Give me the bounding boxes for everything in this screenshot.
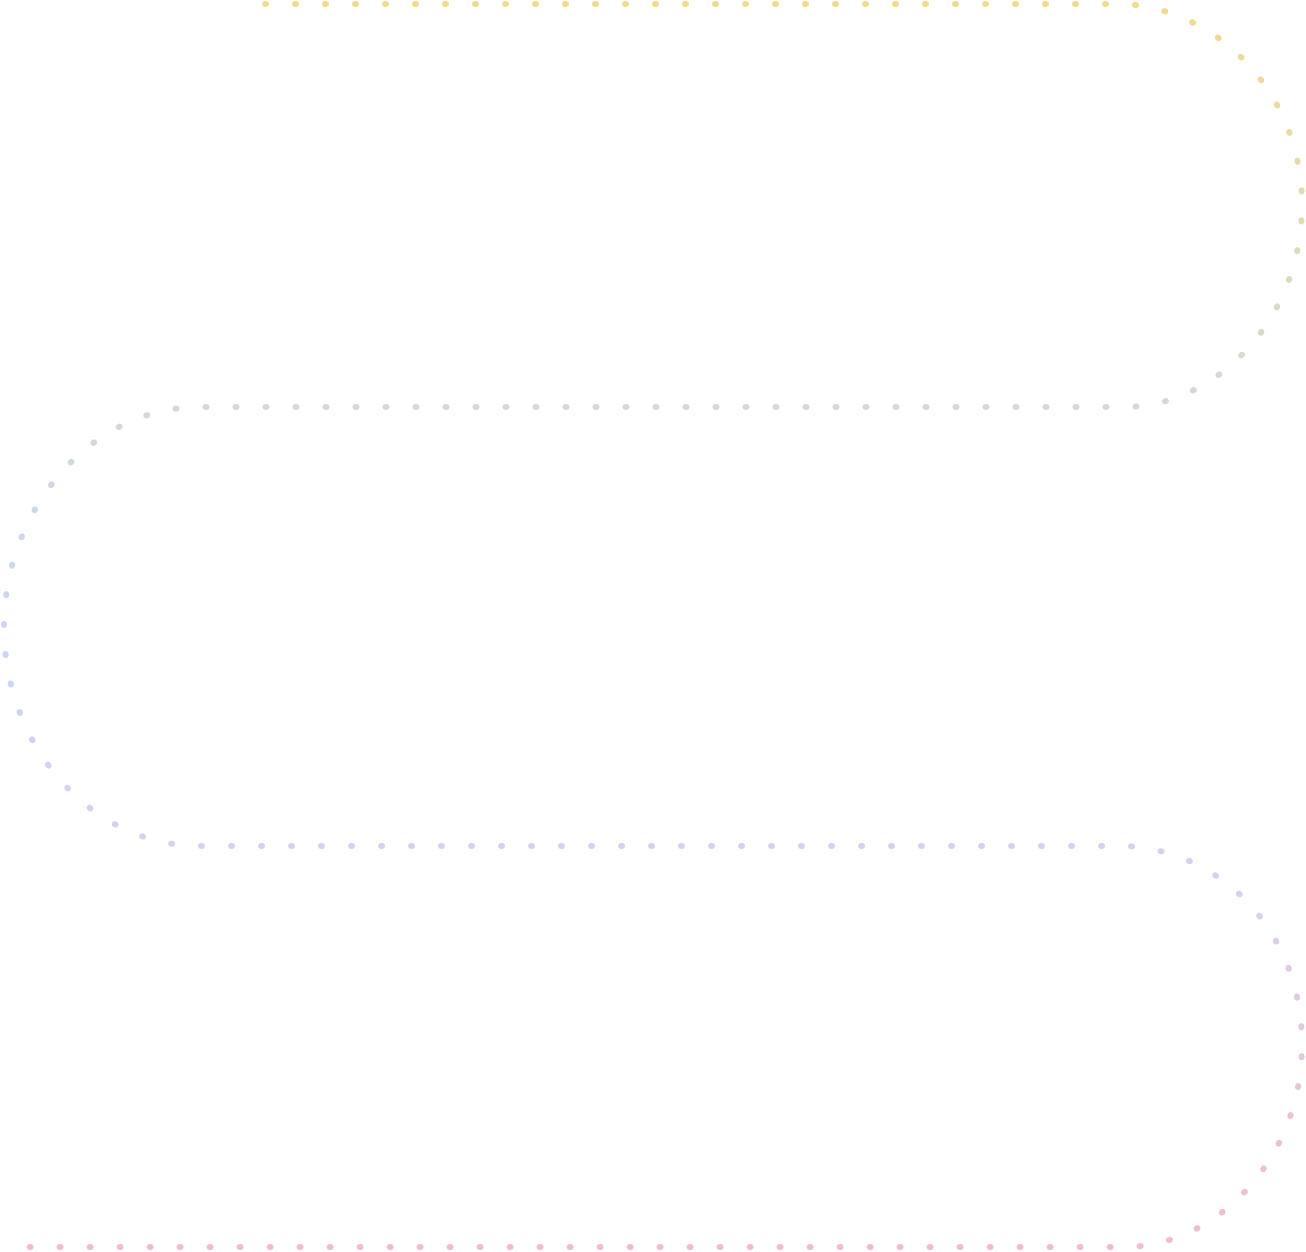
dotted-serpentine-path xyxy=(0,0,1306,1250)
dotted-path-line xyxy=(0,0,1306,1250)
decorative-path-canvas xyxy=(0,0,1306,1250)
